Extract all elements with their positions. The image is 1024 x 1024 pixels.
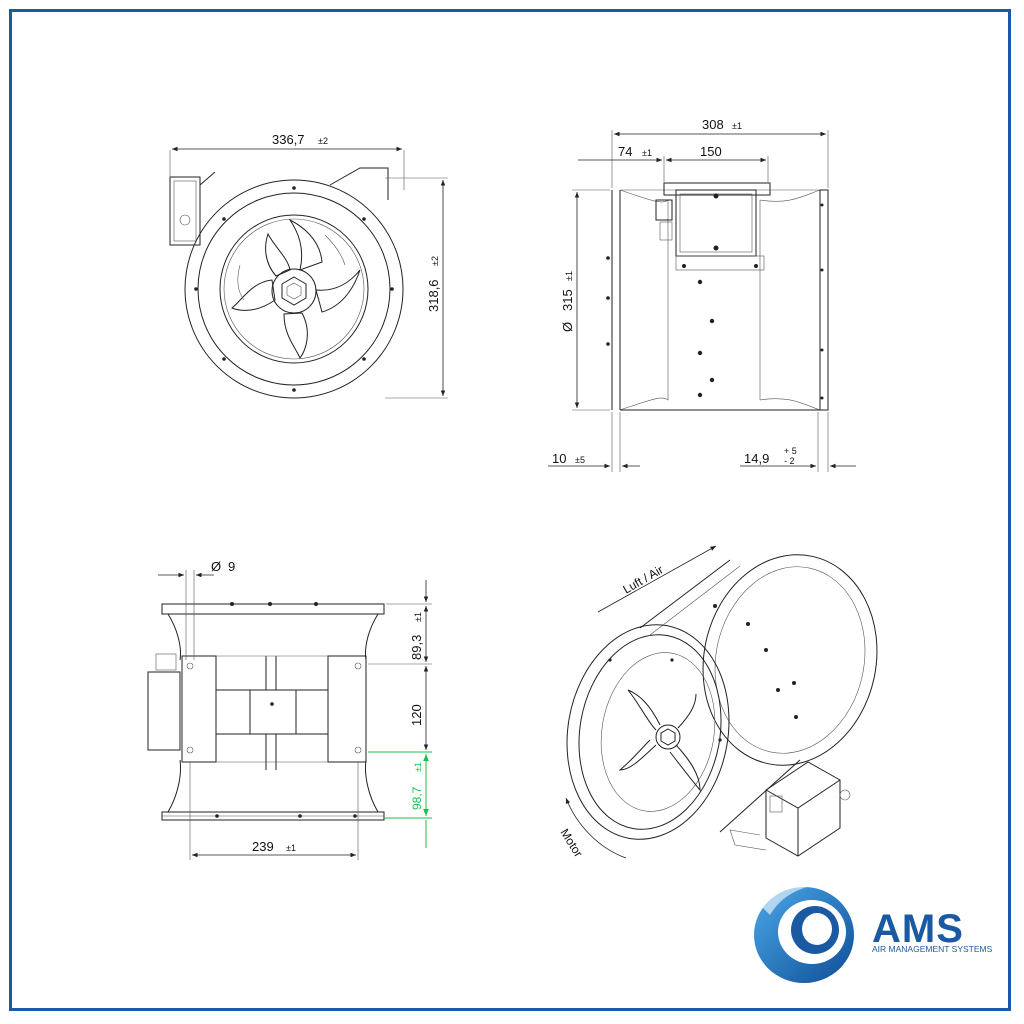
front-inner-ring <box>219 214 369 364</box>
bottom-hole-value: 9 <box>228 559 235 574</box>
bottom-width-tol: ±1 <box>286 843 296 853</box>
bottom-foot-left <box>181 655 217 763</box>
iso-front-ring <box>566 624 730 840</box>
bottom-v2-value: 120 <box>409 704 424 726</box>
bottom-hole-symbol: Ø <box>211 559 221 574</box>
side-flange-left-tol: ±5 <box>575 455 585 465</box>
side-flange-left-value: 10 <box>552 451 566 466</box>
front-bracket <box>329 167 389 200</box>
bottom-v3-value: 98,7 <box>410 786 424 810</box>
front-view: 336,7 ±2 318,6 ±2 <box>169 132 448 399</box>
iso-view: Luft / Air Motor <box>557 545 878 860</box>
side-box-top <box>663 182 771 196</box>
bottom-v1-value: 89,3 <box>409 635 424 660</box>
rotation-label: Motor <box>557 826 585 859</box>
bottom-top-tol: ±1 <box>413 612 423 622</box>
iso-impeller <box>618 689 701 792</box>
side-inlet-value: 74 <box>618 144 632 159</box>
side-box-value: 150 <box>700 144 722 159</box>
front-outer-ring <box>184 179 404 399</box>
side-diameter-tol: ±1 <box>564 271 574 281</box>
front-height-tol: ±2 <box>430 256 440 266</box>
iso-terminal-box <box>765 761 841 857</box>
bottom-v3-tol: ±1 <box>413 762 423 772</box>
front-terminal-box <box>169 176 201 246</box>
side-inlet-tol: ±1 <box>642 148 652 158</box>
side-view: 308 ±1 74 ±1 150 Ø 315 ±1 10 ±5 14,9 + 5… <box>548 117 856 472</box>
iso-rear-ring <box>702 554 878 766</box>
side-flange-right-tol-upper: + 5 <box>784 446 797 456</box>
front-width-value: 336,7 <box>272 132 305 147</box>
airflow-label: Luft / Air <box>621 562 666 596</box>
side-flange-right-tol-lower: - 2 <box>784 456 795 466</box>
side-diameter-symbol: Ø <box>560 322 575 332</box>
drawing-frame <box>9 9 1011 1011</box>
bottom-terminal-box <box>147 671 181 751</box>
rotation-arrow <box>565 797 627 859</box>
ams-logo <box>754 882 854 983</box>
impeller-blades <box>231 218 361 360</box>
bottom-width-value: 239 <box>252 839 274 854</box>
side-overall-value: 308 <box>702 117 724 132</box>
airflow-arrow <box>597 545 717 613</box>
front-height-value: 318,6 <box>426 279 441 312</box>
impeller-hub <box>271 268 317 314</box>
logo-name: AMS <box>872 907 964 951</box>
side-overall-tol: ±1 <box>732 121 742 131</box>
bottom-view: Ø 9 ±1 89,3 120 ±1 98,7 239 ±1 <box>147 559 432 860</box>
side-diameter-value: 315 <box>560 289 575 311</box>
side-flange-right <box>819 189 829 411</box>
logo-tagline: AIR MANAGEMENT SYSTEMS <box>872 944 993 954</box>
bottom-foot-right <box>327 655 367 763</box>
side-flange-right-value: 14,9 <box>744 451 769 466</box>
front-width-tol: ±2 <box>318 136 328 146</box>
